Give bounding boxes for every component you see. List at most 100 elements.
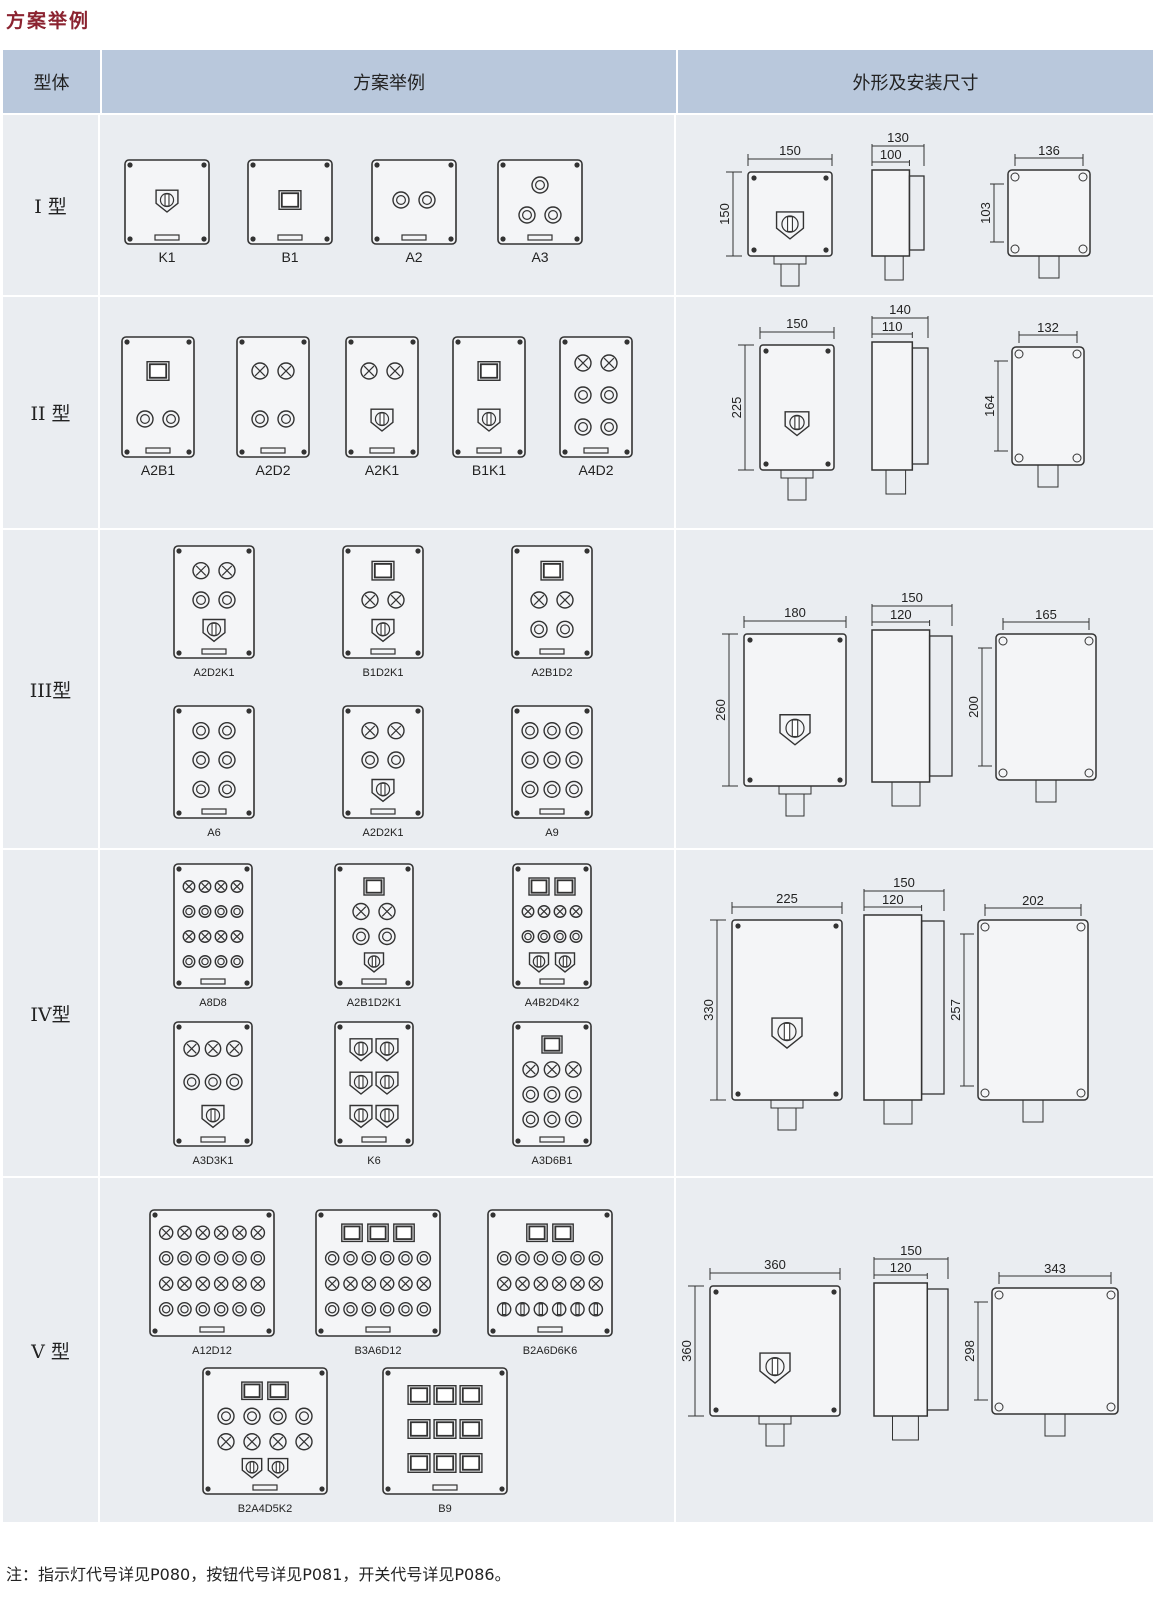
nameplate: [370, 648, 396, 655]
dimension-label: 120: [890, 607, 912, 622]
screw-icon: [176, 866, 182, 872]
indicator-light-icon: [225, 1073, 243, 1091]
nameplate: [361, 1136, 387, 1143]
side-view: [871, 144, 925, 281]
scheme-panel: [382, 1367, 508, 1495]
screw-icon: [833, 1091, 839, 1097]
indicator-light-icon: [543, 1086, 561, 1103]
dimension-label: 140: [889, 302, 911, 317]
push-button-icon: [198, 880, 212, 893]
indicator-light-icon: [518, 206, 536, 224]
indicator-light-icon: [195, 1250, 211, 1266]
indicator-light-icon: [195, 1301, 211, 1317]
screw-icon: [319, 1486, 325, 1492]
indicator-light-icon: [136, 410, 154, 428]
screw-icon: [246, 650, 252, 656]
indicator-light-icon: [177, 1301, 192, 1317]
dimension-label: 257: [948, 999, 963, 1021]
indicator-light-icon: [588, 1250, 604, 1266]
dimension-label: 343: [1044, 1261, 1066, 1276]
screw-icon: [490, 1212, 496, 1218]
row-type-label: I 型: [3, 115, 100, 295]
scheme-panel: [247, 159, 333, 245]
screw-icon: [747, 777, 753, 783]
push-button-icon: [515, 1276, 530, 1292]
screw-icon: [319, 1370, 325, 1376]
push-button-icon: [360, 362, 378, 380]
small-switch-icon: [533, 1301, 549, 1317]
push-button-icon: [543, 1061, 561, 1078]
indicator-light-icon: [530, 620, 548, 639]
enclosure-cover: [911, 347, 929, 465]
enclosure-rear: [977, 919, 1089, 1101]
meter-window-icon: [554, 877, 576, 896]
nameplate: [145, 447, 171, 454]
push-button-icon: [217, 1433, 235, 1451]
enclosure-rear: [1011, 346, 1085, 466]
indicator-light-icon: [387, 751, 405, 769]
screw-icon: [337, 980, 343, 986]
dimension-label: 165: [1035, 607, 1057, 622]
mounting-hole-icon: [1084, 636, 1094, 646]
mounting-hole-icon: [1072, 349, 1082, 359]
enclosure-side: [873, 1282, 929, 1417]
dimension-label: 130: [887, 130, 909, 145]
mounting-hole-icon: [1010, 244, 1020, 254]
indicator-light-icon: [569, 930, 583, 943]
indicator-light-icon: [574, 418, 592, 436]
indicator-light-icon: [564, 1111, 582, 1128]
scheme-panel: [236, 336, 310, 458]
push-button-icon: [158, 1225, 174, 1241]
screw-icon: [735, 1091, 741, 1097]
screw-icon: [831, 1407, 837, 1413]
dimension-label: 120: [882, 892, 904, 907]
scheme-label: A8D8: [199, 997, 227, 1009]
screw-icon: [186, 339, 192, 345]
screw-icon: [239, 339, 245, 345]
screw-icon: [318, 1212, 324, 1218]
scheme-panel: [315, 1209, 441, 1337]
screw-icon: [584, 650, 590, 656]
meter-window-icon: [278, 190, 302, 210]
screw-icon: [244, 1024, 250, 1030]
screw-icon: [348, 339, 354, 345]
indicator-light-icon: [570, 1250, 585, 1266]
table-header: 型体 方案举例 外形及安装尺寸: [3, 50, 1153, 113]
screw-icon: [345, 810, 351, 816]
screw-icon: [448, 236, 454, 242]
push-button-icon: [213, 1276, 229, 1292]
meter-window-icon: [528, 877, 550, 896]
dimension-line: [978, 647, 992, 767]
push-button-icon: [387, 591, 405, 609]
indicator-light-icon: [515, 1250, 530, 1266]
meter-window-icon: [433, 1419, 457, 1439]
rear-view: [978, 618, 1097, 803]
dimension-label: 202: [1022, 893, 1044, 908]
cable-gland: [778, 785, 812, 795]
screw-icon: [584, 810, 590, 816]
scheme-panel: [124, 159, 210, 245]
nameplate: [539, 648, 565, 655]
selector-switch-icon: [201, 1104, 225, 1129]
nameplate: [154, 234, 180, 241]
indicator-light-icon: [553, 930, 567, 943]
screw-icon: [583, 1024, 589, 1030]
selector-switch-icon: [241, 1457, 263, 1479]
scheme-label: A4D2: [578, 462, 613, 478]
push-button-icon: [182, 930, 196, 943]
dimension-label: 360: [764, 1257, 786, 1272]
scheme-label: A2K1: [365, 462, 399, 478]
selector-switch-icon: [349, 1104, 373, 1129]
scheme-label: A3D3K1: [193, 1155, 234, 1167]
dimension-label: 180: [784, 605, 806, 620]
panel-outline: [342, 545, 424, 659]
indicator-light-icon: [218, 751, 236, 769]
screw-icon: [374, 162, 380, 168]
screw-icon: [415, 708, 421, 714]
screw-icon: [374, 236, 380, 242]
dimension-line: [960, 933, 974, 1087]
